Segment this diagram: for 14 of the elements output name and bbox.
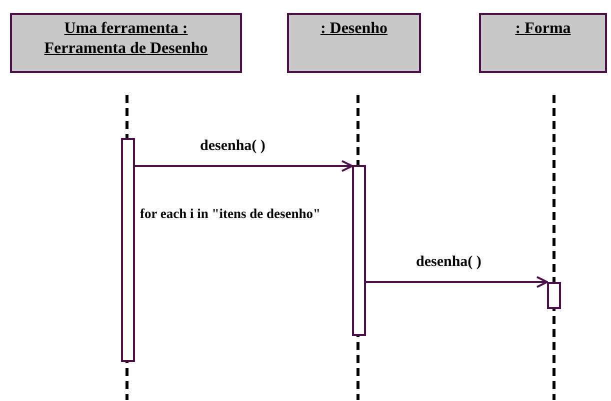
- message-arrow: [366, 276, 548, 288]
- object-name: : Forma: [515, 20, 571, 37]
- activation-bar: [352, 165, 366, 336]
- object-box: [10, 13, 242, 73]
- activation-bar: [121, 138, 135, 362]
- activation-bar: [547, 282, 561, 309]
- message-label: desenha( ): [416, 254, 482, 271]
- object-box: [479, 13, 607, 73]
- object-name: Uma ferramenta : Ferramenta de Desenho: [44, 20, 208, 57]
- object-name: : Desenho: [320, 20, 388, 37]
- loop-note: for each i in "itens de desenho": [140, 206, 320, 222]
- object-box: [287, 13, 421, 73]
- message-label: desenha( ): [200, 138, 266, 155]
- message-arrow: [135, 160, 353, 172]
